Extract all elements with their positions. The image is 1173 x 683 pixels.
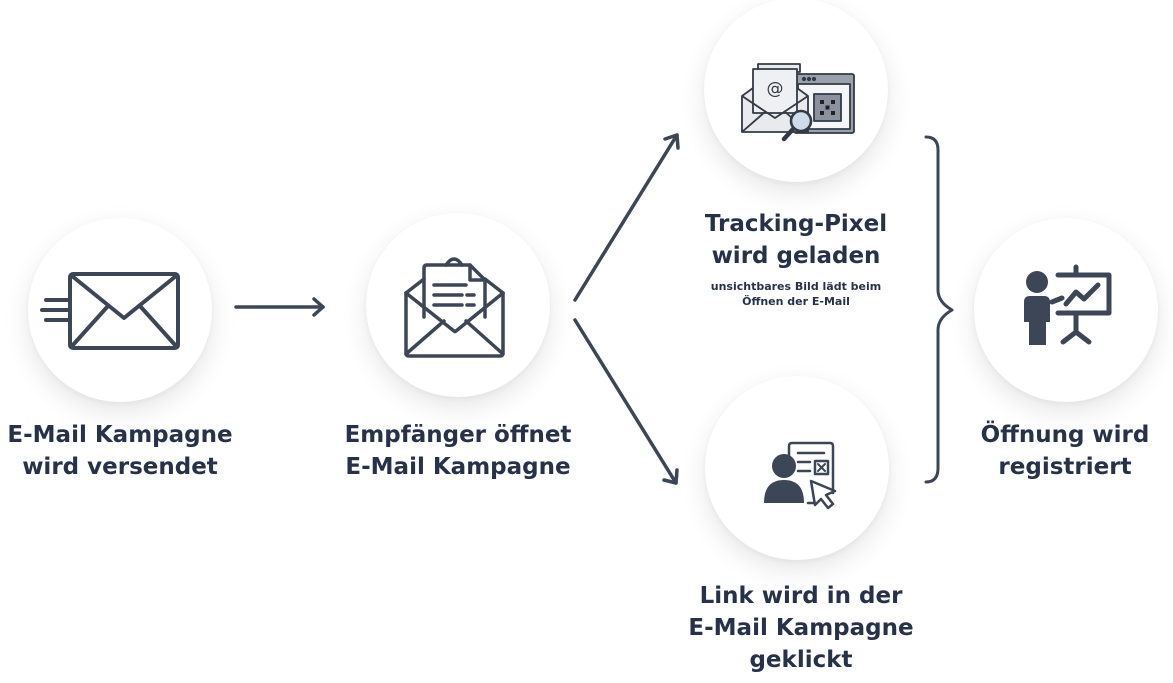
sublabel-line: Öffnen der E-Mail [742,295,850,308]
svg-text:@: @ [767,79,784,99]
step-click-label: Link wird in der E-Mail Kampagne geklick… [676,580,926,676]
label-line: E-Mail Kampagne [345,454,571,480]
step-registered-circle [974,218,1158,402]
step-pixel-sublabel: unsichtbares Bild lädt beim Öffnen der E… [676,279,916,309]
label-line: Tracking-Pixel [704,211,888,237]
label-line: Empfänger öffnet [344,422,572,448]
presentation-chart-icon [1024,264,1112,345]
tracking-pixel-icon: @ [741,63,855,142]
step-send-label: E-Mail Kampagne wird versendet [0,419,240,483]
label-line: E-Mail Kampagne [7,422,233,448]
step-pixel-label: Tracking-Pixel wird geladen [676,208,916,272]
sublabel-line: unsichtbares Bild lädt beim [710,280,882,293]
step-open-circle [366,213,550,397]
arrow-send-to-open [234,297,325,317]
user-click-icon [764,441,837,510]
label-line: Öffnung wird [980,422,1150,448]
label-line: geklickt [749,647,853,673]
brace [924,135,954,484]
arrow-open-to-click [573,318,679,485]
label-line: E-Mail Kampagne [688,615,914,641]
step-registered-label: Öffnung wird registriert [945,419,1173,483]
email-send-icon [40,272,180,350]
label-line: registriert [998,454,1132,480]
label-line: Link wird in der [699,583,903,609]
open-envelope-icon [404,257,505,358]
label-line: wird geladen [711,243,881,269]
step-click-circle [705,376,889,560]
step-open-label: Empfänger öffnet E-Mail Kampagne [338,419,578,483]
step-send-circle [28,218,212,402]
label-line: wird versendet [22,454,218,480]
arrow-open-to-pixel [573,133,680,302]
step-pixel-circle: @ [704,0,888,182]
